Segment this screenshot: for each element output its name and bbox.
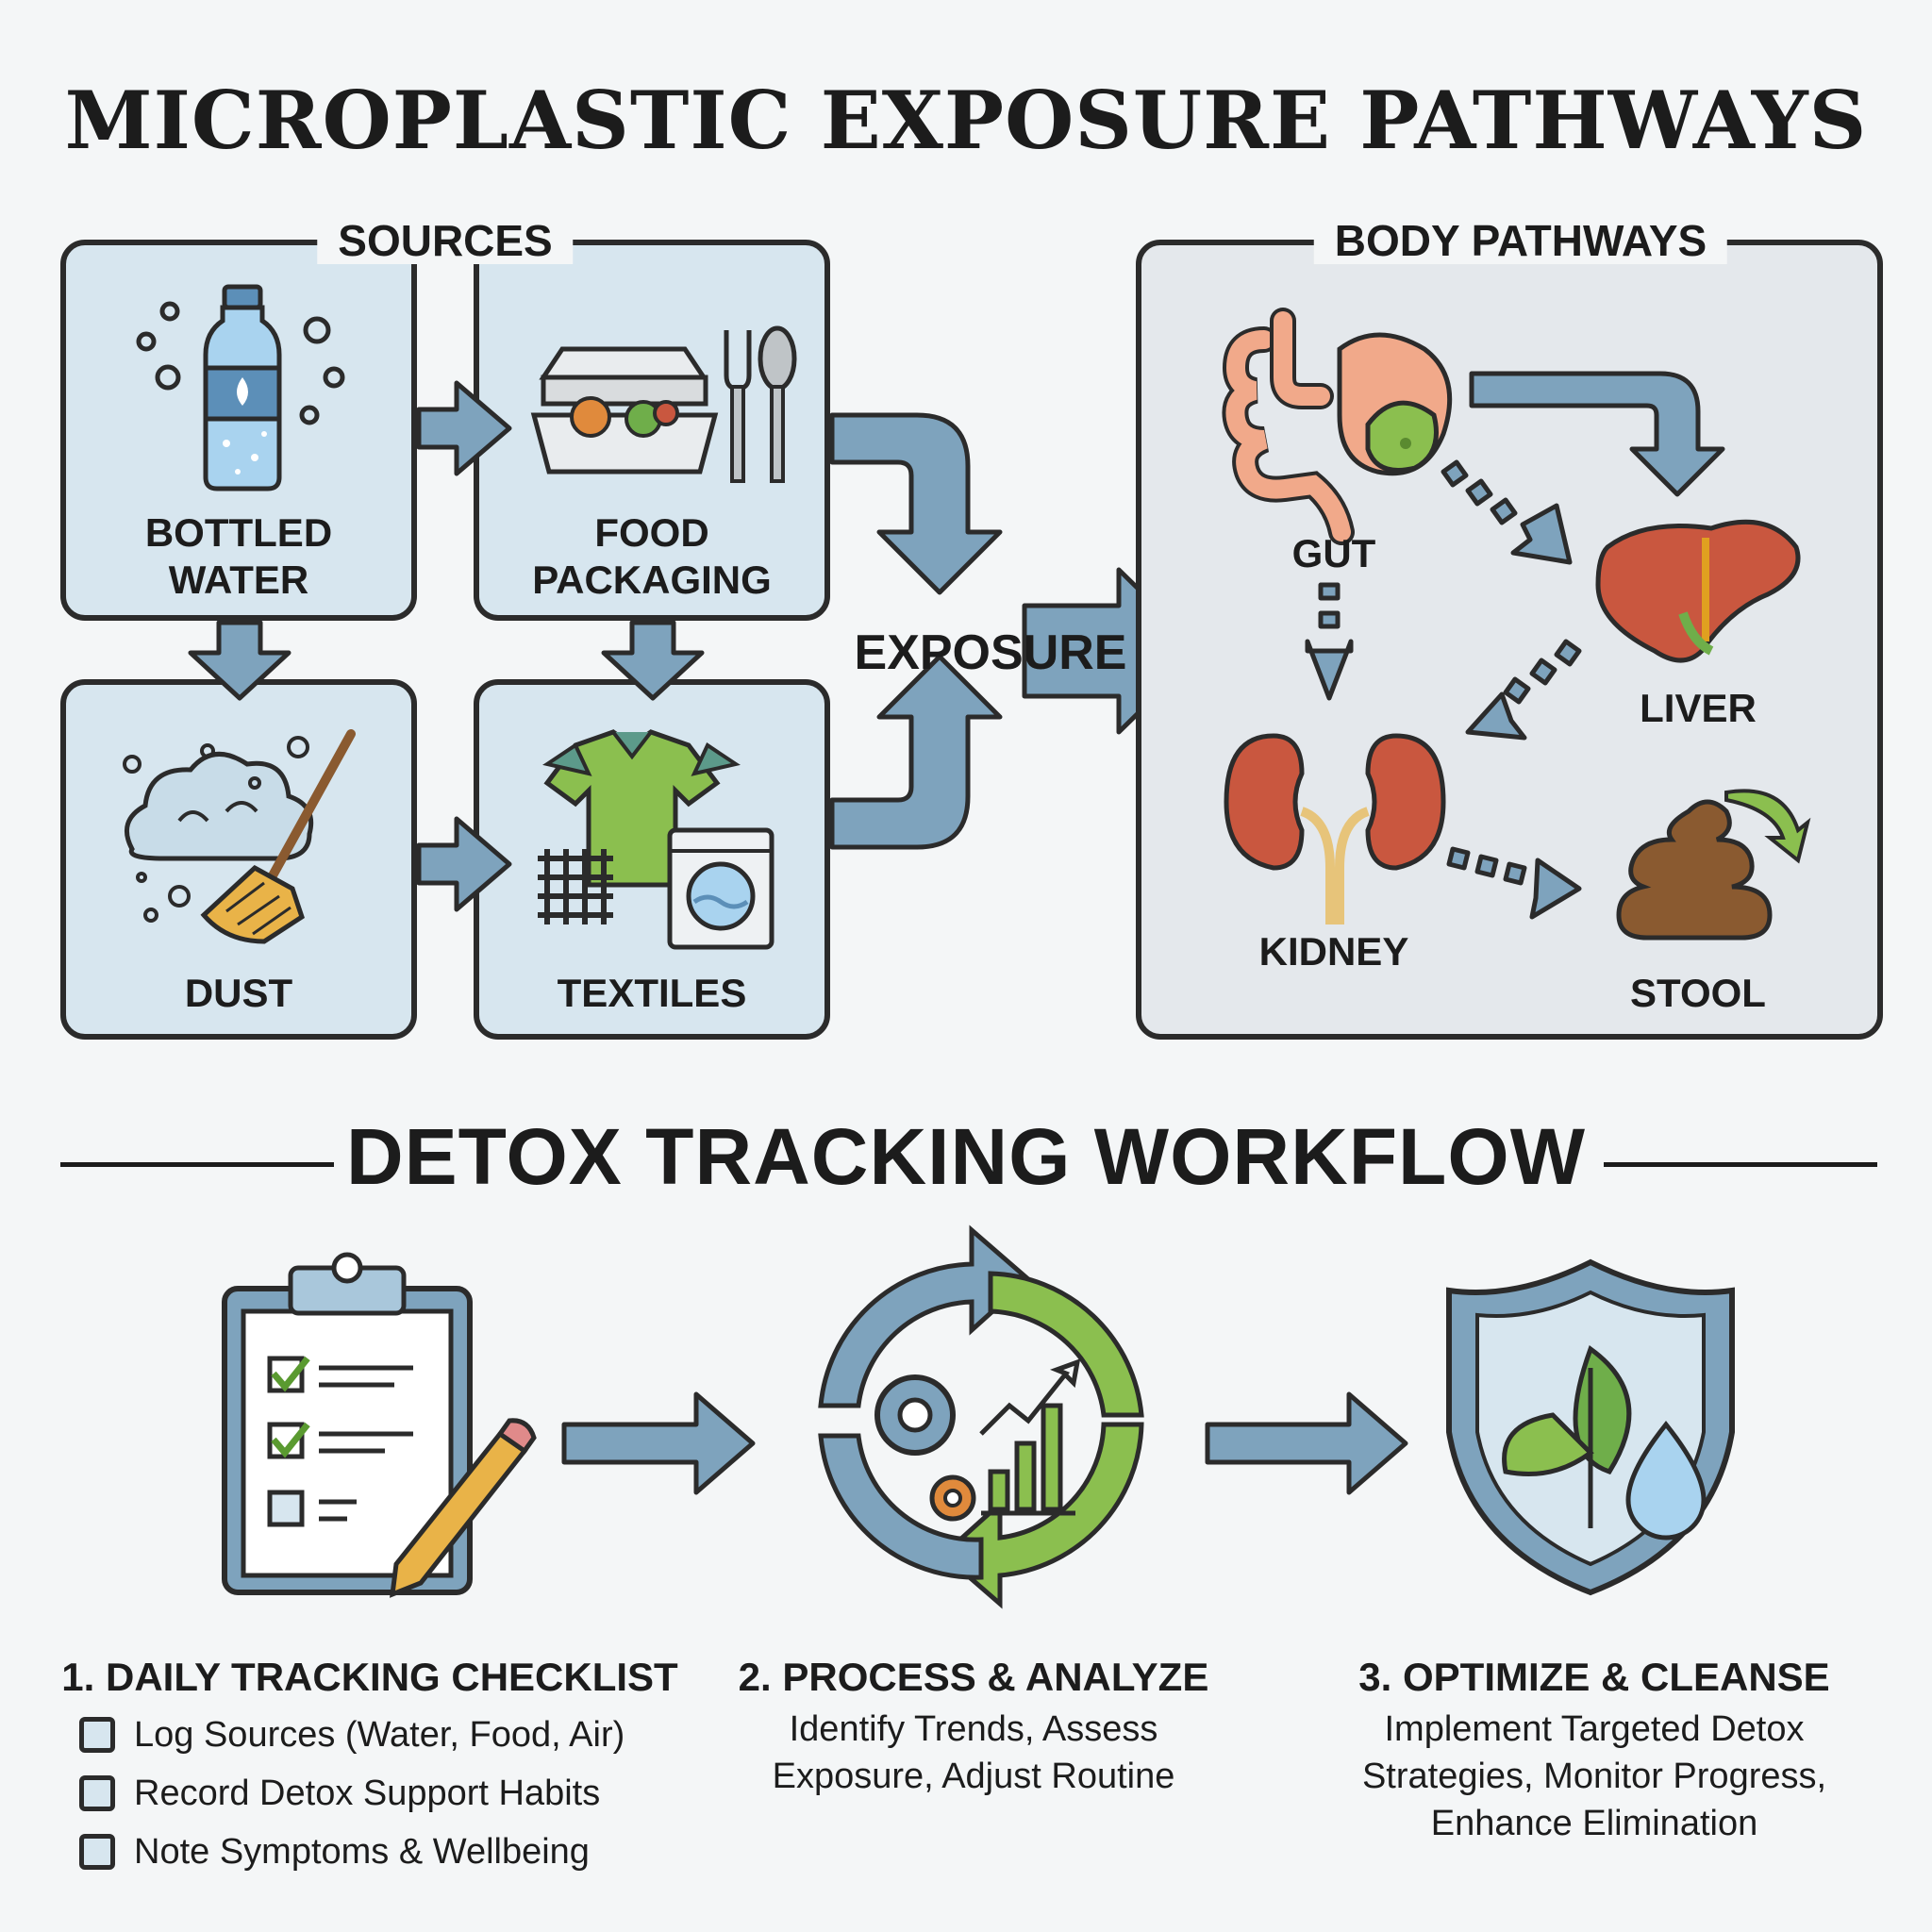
source-label-bottled-water: BOTTLED WATER [144, 510, 333, 602]
organ-label-stool: STOOL [1630, 971, 1766, 1015]
arrow-water-to-food [416, 380, 512, 476]
step-2-description: Identify Trends, Assess Exposure, Adjust… [772, 1709, 1175, 1796]
body-flow-arrows [1305, 371, 1725, 920]
arrow-kidney-to-stool-dashed [1446, 846, 1582, 920]
arrow-gut-to-liver-solid [1469, 371, 1725, 497]
checkbox[interactable] [79, 1834, 115, 1870]
arrow-liver-to-kidney-dashed [1465, 639, 1582, 741]
arrow-step1-to-step2 [561, 1391, 756, 1495]
source-label-dust: DUST [184, 971, 293, 1015]
dust-broom-icon [123, 729, 356, 944]
workflow-rule-left [60, 1162, 334, 1167]
shirt-washer-icon [538, 729, 774, 950]
arrow-gut-to-kidney-dashed [1305, 582, 1354, 701]
intestine-icon [1222, 308, 1453, 545]
main-title: MICROPLASTIC EXPOSURE PATHWAYS [64, 74, 1868, 167]
workflow-title: DETOX TRACKING WORKFLOW [345, 1112, 1586, 1201]
step-3-description: Implement Targeted Detox Strategies, Mon… [1361, 1709, 1827, 1843]
source-flow-arrows [188, 380, 1205, 912]
cycle-analytics-icon [818, 1224, 1144, 1609]
workflow-arrows [561, 1391, 1408, 1495]
arrow-textiles-to-exposure [829, 654, 1003, 850]
step-3-title: 3. OPTIMIZE & CLEANSE [1358, 1655, 1830, 1699]
checklist-item-label: Record Detox Support Habits [134, 1773, 601, 1813]
sources-label: SOURCES [317, 217, 574, 264]
checkbox[interactable] [79, 1717, 115, 1753]
arrow-gut-to-liver-dashed [1441, 459, 1573, 565]
arrow-water-to-dust [188, 620, 291, 701]
water-bottle-icon [136, 284, 345, 491]
stool-icon [1616, 789, 1811, 941]
food-container-icon [530, 325, 797, 483]
checklist-item-label: Note Symptoms & Wellbeing [134, 1831, 590, 1872]
arrow-food-to-exposure [829, 412, 1003, 595]
organ-label-kidney: KIDNEY [1258, 929, 1409, 974]
liver-icon [1595, 519, 1801, 663]
arrow-step2-to-step3 [1205, 1391, 1408, 1495]
checklist-item-label: Log Sources (Water, Food, Air) [134, 1714, 625, 1755]
checklist-item[interactable]: Note Symptoms & Wellbeing [79, 1823, 625, 1881]
organ-label-gut: GUT [1291, 531, 1376, 575]
source-label-food-packaging: FOOD PACKAGING [532, 510, 772, 602]
kidney-icon [1224, 733, 1446, 924]
clipboard-checklist-icon [222, 1252, 537, 1598]
step-1-title: 1. DAILY TRACKING CHECKLIST [61, 1655, 678, 1699]
organ-label-liver: LIVER [1640, 686, 1757, 730]
exposure-label: EXPOSURE [854, 625, 1127, 680]
arrow-dust-to-textiles [416, 816, 512, 912]
checkbox[interactable] [79, 1775, 115, 1811]
step-2-title: 2. PROCESS & ANALYZE [738, 1655, 1209, 1699]
step-1-checklist: Log Sources (Water, Food, Air) Record De… [79, 1706, 625, 1881]
checklist-item[interactable]: Log Sources (Water, Food, Air) [79, 1706, 625, 1764]
arrow-food-to-textiles [601, 620, 705, 701]
checklist-item[interactable]: Record Detox Support Habits [79, 1764, 625, 1823]
source-label-textiles: TEXTILES [557, 971, 747, 1015]
body-pathways-label: BODY PATHWAYS [1313, 217, 1728, 264]
workflow-rule-right [1604, 1162, 1877, 1167]
shield-leaf-icon [1446, 1258, 1735, 1596]
